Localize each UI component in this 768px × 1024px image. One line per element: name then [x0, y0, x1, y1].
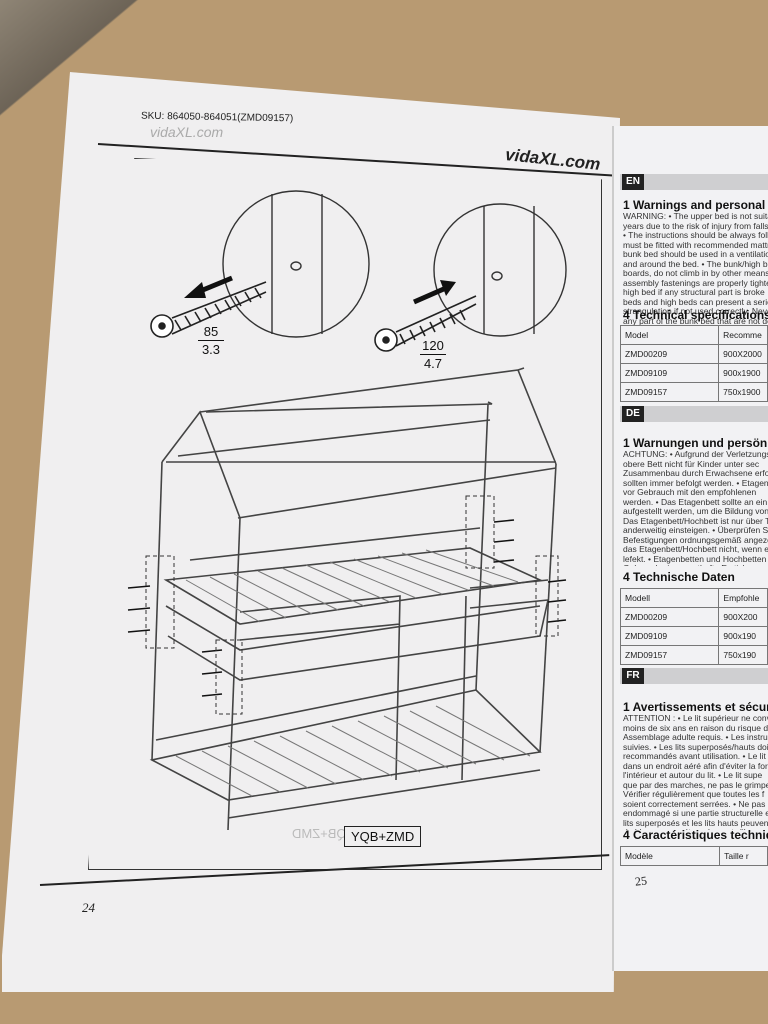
table-cell: 750x1900	[718, 382, 768, 402]
bed-frame	[149, 367, 557, 831]
table-cell: 900X200	[718, 607, 768, 627]
col-header: Modèle	[619, 846, 721, 866]
table-cell: 900x190	[718, 626, 768, 646]
col-header: Recomme	[718, 325, 768, 345]
table-cell: 750x190	[718, 645, 768, 665]
specs-heading-de: 4 Technische Daten	[623, 570, 735, 584]
upper-slats	[185, 549, 519, 623]
col-header: Taille r	[719, 846, 768, 866]
manual-page-right	[612, 126, 768, 971]
table-cell: 900X2000	[718, 344, 768, 364]
detail-circle-right	[433, 203, 567, 337]
table-cell: ZMD00209	[619, 607, 720, 627]
table-cell: ZMD09109	[619, 363, 720, 383]
table-cell: ZMD09157	[619, 645, 720, 665]
page-number-right: 25	[634, 873, 648, 889]
warnings-text-en: WARNING: • The upper bed is not suitab y…	[623, 212, 768, 326]
detail-circle-left	[222, 190, 370, 338]
col-header: Model	[619, 325, 720, 345]
col-header: Empfohle	[718, 588, 768, 608]
lower-slats	[175, 705, 531, 797]
specs-heading-fr: 4 Caractéristiques techniqu	[623, 828, 768, 842]
warnings-heading-de: 1 Warnungen und persönlich	[623, 436, 768, 450]
table-cell: ZMD09109	[619, 626, 720, 646]
table-cell: ZMD00209	[619, 344, 720, 364]
table-cell: 900x1900	[718, 363, 768, 383]
col-header: Modell	[619, 588, 720, 608]
warnings-text-de: ACHTUNG: • Aufgrund der Verletzungsgef o…	[623, 450, 768, 566]
lang-tab-en: EN	[622, 174, 644, 190]
manual-page-left	[2, 72, 620, 992]
warnings-heading-en: 1 Warnings and personal safe	[623, 198, 768, 212]
screw-left	[150, 281, 267, 338]
logo-bleed-through: vidaXL.com	[150, 124, 224, 140]
warnings-text-fr: ATTENTION : • Le lit supérieur ne convi …	[623, 714, 768, 830]
specs-heading-en: 4 Technical specifications	[623, 308, 768, 322]
screw-right	[374, 295, 477, 352]
table-cell: ZMD09157	[619, 382, 720, 402]
section-bar-de	[620, 406, 768, 422]
page-number-left: 24	[82, 900, 95, 915]
screw-indicators	[127, 519, 567, 697]
arrow-right	[412, 285, 448, 305]
section-bar-en	[620, 174, 768, 190]
model-code-box: YQB+ZMD	[344, 826, 422, 847]
lang-tab-de: DE	[622, 406, 644, 422]
warnings-heading-fr: 1 Avertissements et sécurité	[623, 700, 768, 714]
section-bar-fr	[620, 668, 768, 684]
lang-tab-fr: FR	[622, 668, 644, 684]
